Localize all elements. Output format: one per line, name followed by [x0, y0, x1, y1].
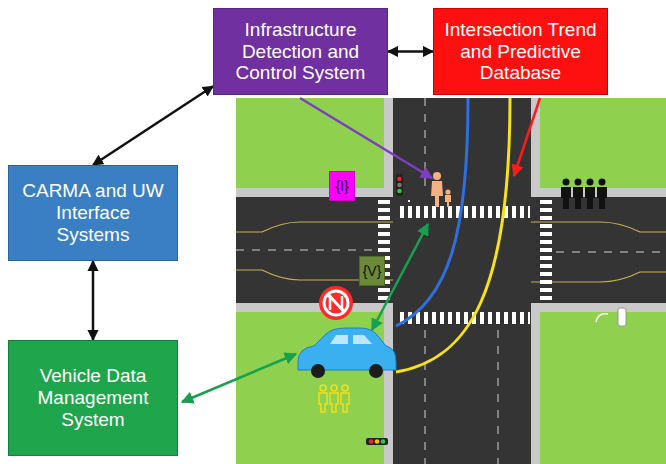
vehicle-tag: {V} [359, 256, 385, 286]
detection-arrow [300, 98, 432, 178]
sidewalk [384, 98, 540, 464]
database-box: Intersection Trend and Predictive Databa… [433, 8, 608, 95]
prohibition-sign [319, 286, 353, 320]
pedestrian-group [561, 179, 607, 210]
traffic-light [366, 438, 388, 445]
car-window [330, 335, 372, 344]
pedestrian-body [597, 187, 607, 209]
pedestrian-body [561, 187, 571, 209]
signal-lamp [381, 439, 386, 444]
crosswalk [540, 200, 552, 300]
pedestrian-adult-child [431, 172, 451, 207]
pedestrian-head [331, 385, 337, 391]
pedestrian-outline-group [319, 385, 349, 412]
pedestrian-head [599, 179, 606, 186]
signal-housing [396, 174, 403, 196]
pedestrian-head [563, 179, 570, 186]
connector-arrow [388, 50, 433, 53]
lane-line [236, 222, 393, 232]
child-head [445, 189, 450, 194]
box-label: {V} [363, 263, 382, 279]
signal-lamp [375, 439, 380, 444]
signal-lamp [369, 439, 374, 444]
vehicle-data-arrow [182, 354, 296, 402]
bollard-symbol [618, 308, 626, 326]
signal-lamp [397, 177, 402, 182]
child-body [445, 195, 451, 207]
yellow-vehicle-path [396, 98, 510, 372]
pedestrian-head [587, 179, 594, 186]
lane-dash [497, 330, 499, 464]
stop-bar [408, 200, 410, 202]
box-label: Infrastructure Detection and Control Sys… [222, 19, 379, 85]
pedestrian-head [342, 385, 348, 391]
vehicle-car [298, 328, 396, 378]
pedestrian-body [573, 187, 583, 209]
pedestrian-body [319, 393, 327, 412]
connector-arrow [92, 261, 95, 340]
lane-dash [424, 330, 426, 464]
pedestrian-head [320, 385, 326, 391]
system-box: Infrastructure Detection and Control Sys… [213, 8, 388, 95]
signal-lamp [397, 189, 402, 194]
pedestrian-body [585, 187, 595, 209]
pedestrian-body [330, 393, 338, 412]
blue-vehicle-path [396, 98, 468, 326]
box-label: Vehicle Data Management System [17, 365, 169, 431]
sign-disc [319, 286, 353, 320]
sign-ring [324, 291, 348, 315]
signal-housing [366, 438, 388, 445]
pedestrian-head [433, 172, 441, 180]
lane-dash [424, 98, 426, 190]
car-wheel [311, 364, 325, 378]
connector-arrow [93, 86, 213, 165]
grass-ground [236, 98, 666, 464]
turn-arrow-symbol [596, 314, 608, 322]
car-body [298, 328, 396, 370]
data-system-box: Vehicle Data Management System [8, 340, 178, 456]
traffic-light [396, 174, 403, 196]
trend-arrow [514, 98, 540, 176]
infrastructure-tag: {I} [329, 171, 355, 201]
lane-dash [236, 249, 378, 251]
box-label: CARMA and UW Interface Systems [17, 180, 169, 246]
lane-dash [556, 251, 666, 253]
pedestrian-body [341, 393, 349, 412]
roadside-icon [596, 308, 626, 326]
signal-lamp [397, 183, 402, 188]
sign-slash [327, 294, 345, 312]
pedestrian-head [575, 179, 582, 186]
box-label: Intersection Trend and Predictive Databa… [442, 19, 599, 85]
car-wheel [369, 364, 383, 378]
pedestrian-body [431, 181, 443, 207]
interface-box: CARMA and UW Interface Systems [8, 165, 178, 261]
box-label: {I} [335, 178, 348, 194]
road [393, 98, 531, 464]
